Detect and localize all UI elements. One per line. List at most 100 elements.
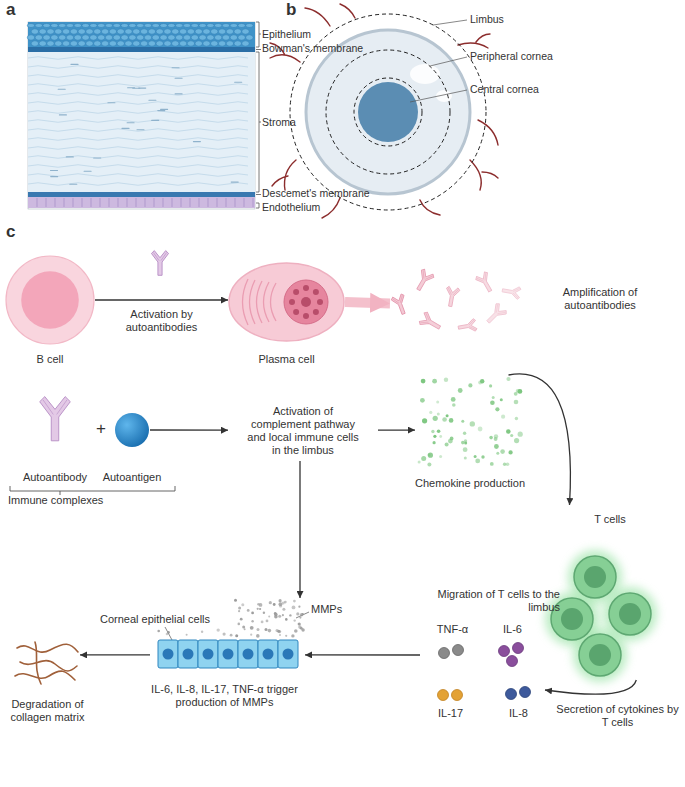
chemokine-cloud-shape bbox=[421, 456, 426, 461]
antibody-icon bbox=[40, 397, 71, 441]
b-cell: B cell bbox=[5, 255, 95, 345]
endothelial-cells bbox=[199, 198, 200, 207]
epithelial-cell bbox=[278, 640, 298, 668]
antibody-icon bbox=[391, 293, 410, 316]
layer-brackets bbox=[256, 22, 261, 47]
epithelial-cell-pattern bbox=[140, 41, 147, 46]
stroma-fibres bbox=[28, 84, 248, 87]
epithelial-cell-pattern bbox=[129, 24, 136, 28]
text-label: Epithelium bbox=[262, 28, 392, 41]
collagen-fibres bbox=[20, 661, 77, 671]
chemokine-cloud-shape bbox=[433, 441, 436, 444]
leader-lines bbox=[296, 612, 309, 618]
chemokine-cloud-shape bbox=[437, 413, 440, 416]
epithelial-cell-pattern bbox=[176, 24, 183, 28]
antibody-icon bbox=[475, 271, 496, 295]
epithelial-layer-shape bbox=[150, 598, 305, 670]
endothelial-cells bbox=[253, 198, 254, 207]
chemokine-cloud-shape bbox=[500, 398, 503, 401]
epithelial-cell-pattern bbox=[31, 41, 38, 46]
antibody-icon bbox=[483, 302, 508, 327]
epithelial-cell bbox=[218, 640, 238, 668]
chemokine-cloud-shape bbox=[514, 438, 519, 443]
mmp-dot bbox=[274, 615, 278, 619]
mmp-dot bbox=[289, 614, 291, 616]
mmp-dot bbox=[268, 629, 272, 633]
stroma-fibres bbox=[59, 114, 66, 115]
epithelial-cell-pattern bbox=[55, 41, 62, 46]
endothelial-cells bbox=[145, 198, 146, 207]
epithelial-cell-pattern bbox=[164, 41, 171, 46]
text-label: Stroma bbox=[262, 116, 392, 129]
epithelial-cell-pattern bbox=[59, 35, 66, 40]
cornea-front-view bbox=[354, 78, 422, 146]
collagen-matrix-shape bbox=[15, 640, 80, 685]
arrow-connector bbox=[545, 680, 636, 694]
cytokine-molecule bbox=[513, 643, 524, 654]
b-cell-shape bbox=[5, 255, 95, 345]
collagen-fibres bbox=[35, 642, 41, 684]
blood-vessels bbox=[272, 160, 296, 190]
t-cell-cluster-shape bbox=[550, 505, 665, 680]
epithelial-cell-pattern bbox=[35, 35, 42, 40]
cytokine-shape bbox=[428, 683, 473, 728]
epithelial-cell-pattern bbox=[105, 24, 112, 28]
mmp-dot bbox=[257, 603, 259, 605]
plasma-cell-shape bbox=[313, 309, 319, 315]
epithelial-cell-pattern bbox=[199, 35, 206, 40]
plasma-cell-shape bbox=[264, 282, 270, 322]
cytokine: IL-6 bbox=[490, 623, 535, 673]
antibody-icon bbox=[418, 311, 443, 334]
mmp-dot bbox=[241, 603, 244, 606]
arrow-connector bbox=[95, 299, 228, 300]
epithelial-cell-pattern bbox=[195, 41, 202, 46]
epithelial-cell-pattern bbox=[222, 35, 229, 40]
antibody-icon bbox=[412, 268, 435, 293]
epithelial-cell-pattern bbox=[82, 35, 89, 40]
text-label: MMPs bbox=[311, 603, 361, 616]
leader-lines bbox=[410, 90, 467, 102]
epithelial-cell-pattern bbox=[199, 24, 206, 28]
leader-lines bbox=[430, 57, 467, 66]
node-text: Chemokine production bbox=[405, 477, 535, 490]
epithelial-layer-shape bbox=[243, 649, 254, 660]
corneal-layers bbox=[28, 47, 255, 52]
mmp-dot bbox=[266, 620, 269, 623]
epithelial-cell-pattern bbox=[152, 24, 159, 28]
endothelial-cells bbox=[109, 198, 110, 207]
mmp-dot bbox=[244, 628, 246, 630]
epithelial-layer-shape bbox=[223, 649, 234, 660]
epithelial-cell-pattern bbox=[47, 41, 54, 46]
epithelial-cell-pattern bbox=[59, 24, 66, 28]
chemokine-cloud-shape bbox=[481, 455, 484, 458]
autoantigen-shape bbox=[114, 412, 150, 448]
epithelial-cell bbox=[158, 640, 178, 668]
mmp-dot bbox=[261, 621, 264, 624]
stroma-fibres bbox=[28, 174, 248, 177]
stroma-fibres bbox=[28, 66, 248, 69]
stroma-fibres bbox=[28, 156, 248, 159]
epithelial-cell-pattern bbox=[238, 35, 245, 40]
plasma-cell-shape bbox=[271, 283, 277, 321]
stroma-fibres bbox=[231, 182, 238, 183]
chemokine-cloud-shape bbox=[506, 377, 510, 381]
epithelial-cell-pattern bbox=[234, 41, 241, 46]
epithelial-cell-pattern bbox=[222, 24, 229, 28]
plasma-cell-shape bbox=[313, 289, 319, 295]
epithelial-cell-pattern bbox=[70, 41, 77, 46]
epithelial-cell-pattern bbox=[39, 41, 46, 46]
plasma-cell-shape bbox=[317, 299, 323, 305]
chemokine-cloud-shape bbox=[490, 400, 495, 405]
mmp-dot bbox=[296, 612, 299, 615]
chemokine-cloud-shape bbox=[418, 460, 421, 463]
endothelial-cells bbox=[73, 198, 74, 207]
epithelial-cell-pattern bbox=[39, 29, 46, 34]
stroma-fibres bbox=[172, 67, 179, 68]
node-text: IL-8 bbox=[491, 707, 546, 720]
endothelial-cells bbox=[37, 198, 253, 207]
leader-lines bbox=[433, 20, 467, 25]
stroma-fibres bbox=[28, 93, 248, 96]
mmp-dot bbox=[279, 604, 282, 607]
node-text: Amplification of autoantibodies bbox=[535, 286, 665, 312]
epithelial-cell-pattern bbox=[78, 41, 85, 46]
